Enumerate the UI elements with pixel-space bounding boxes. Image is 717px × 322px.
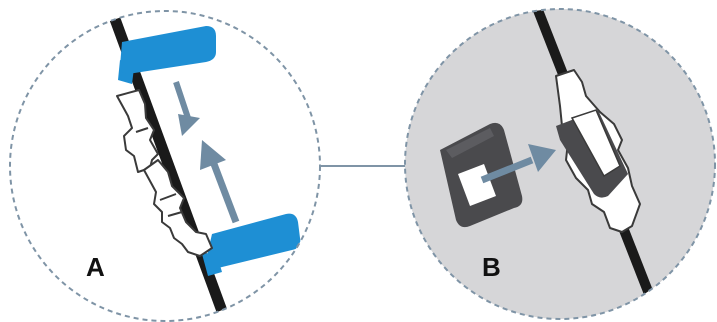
connector-lock-icon	[440, 9, 665, 319]
arrow-push-down-icon	[173, 81, 200, 136]
lock-clip-loose	[440, 122, 523, 228]
connector-housing-a	[116, 89, 213, 257]
panel-b-background	[405, 9, 715, 319]
panel-b-border	[404, 8, 716, 320]
connector-open-icon	[102, 11, 301, 321]
panel-a-border	[9, 10, 321, 322]
lock-sleeve-installed	[556, 109, 628, 198]
arrow-push-up-icon	[200, 140, 240, 224]
clip-bottom	[202, 213, 301, 276]
panel-a: A	[9, 10, 321, 322]
arrow-insert-icon	[480, 144, 556, 184]
clip-top	[118, 26, 216, 84]
panel-a-label: A	[86, 252, 105, 282]
panel-b: B	[404, 8, 716, 320]
panel-b-label: B	[482, 252, 501, 282]
